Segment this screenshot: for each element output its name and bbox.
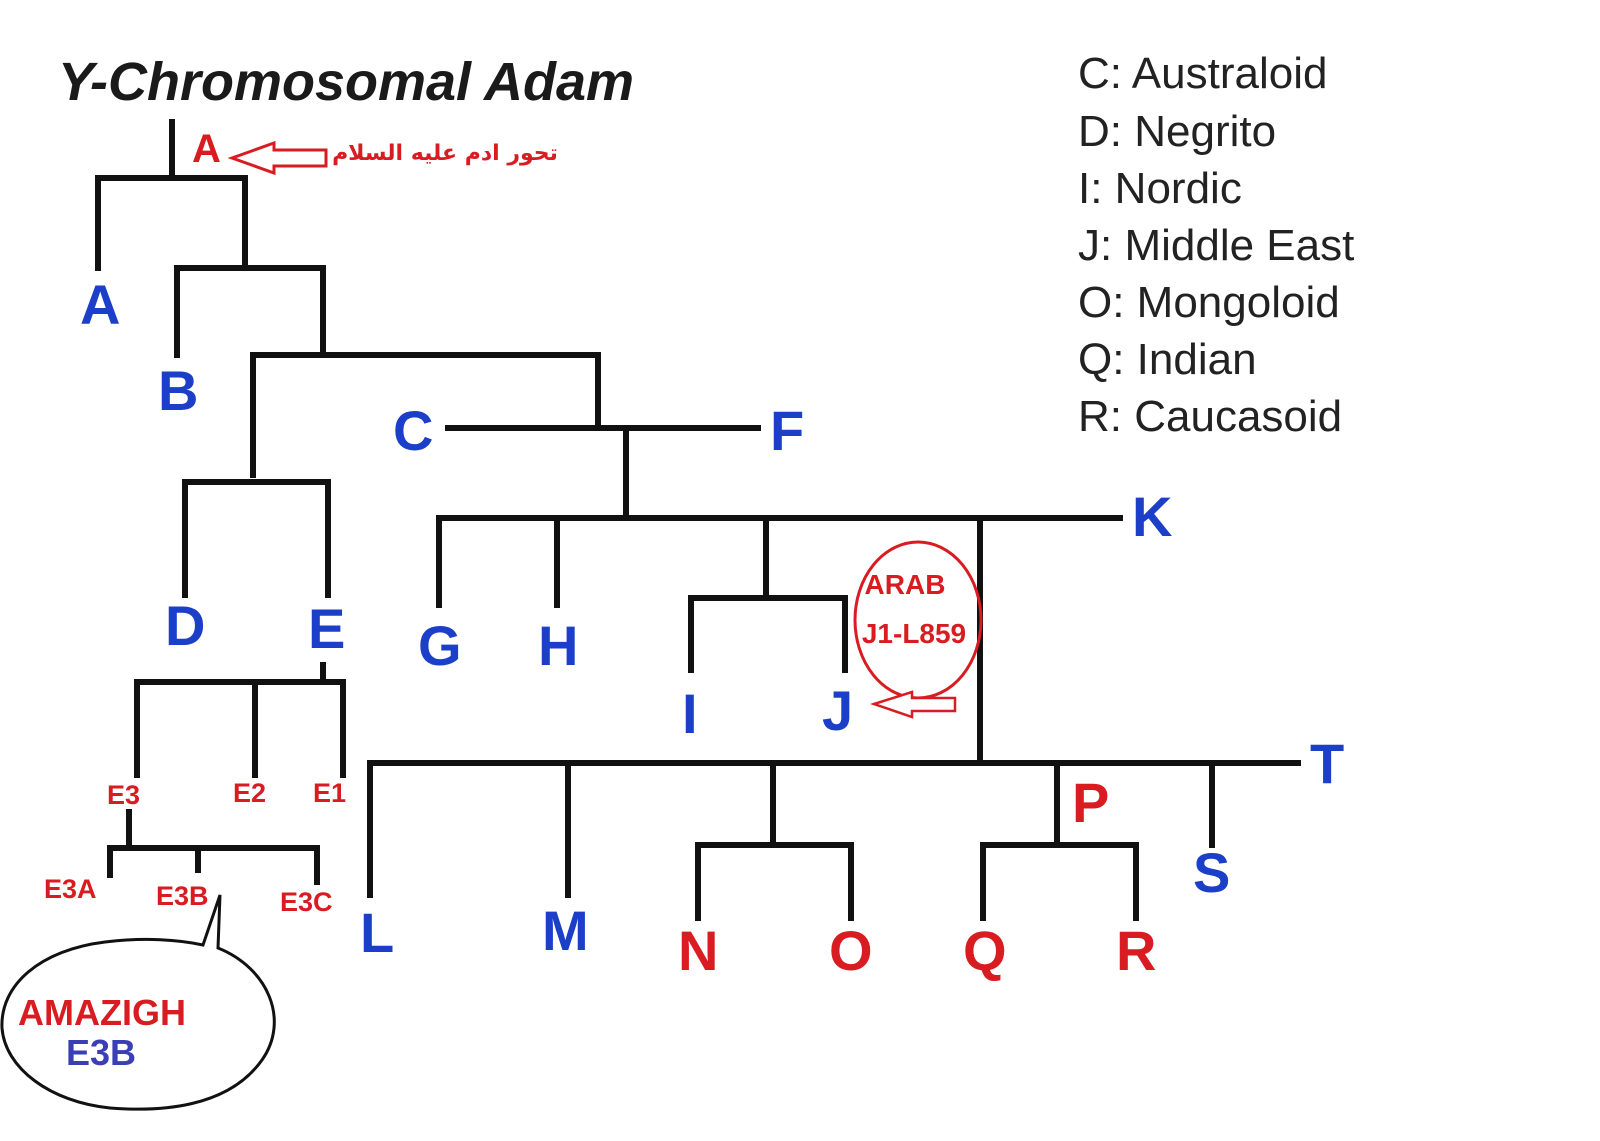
node-e2: E2 [233,778,266,808]
legend-item: J: Middle East [1078,221,1354,270]
legend-item: R: Caucasoid [1078,392,1342,441]
node-o: O [829,919,873,982]
node-g: G [418,614,462,677]
node-e: E [308,597,345,660]
node-e1: E1 [313,778,346,808]
amazigh-callout: AMAZIGH E3B [0,894,276,1111]
node-i: I [682,682,698,745]
node-j: J [822,679,853,742]
node-a: A [80,273,120,336]
diagram-title: Y-Chromosomal Adam [58,52,634,112]
node-d: D [165,594,205,657]
edge-n-o-split [695,842,854,921]
legend-item: O: Mongoloid [1078,278,1340,327]
node-n: N [678,919,718,982]
node-c: C [393,399,433,462]
root-node-label: A [192,127,221,171]
edge-e-split [134,679,346,778]
edge-b-split [174,265,326,358]
arab-arrow-icon [869,690,957,719]
node-e3b: E3B [156,881,209,911]
legend-item: Q: Indian [1078,335,1257,384]
arab-callout: ARAB J1-L859 [853,540,983,719]
node-e3: E3 [107,780,140,810]
root-arrow-icon [227,140,328,176]
edge-q-r-split [980,842,1139,921]
node-t: T [1310,732,1344,795]
node-p: P [1072,771,1109,834]
legend-item: I: Nordic [1078,164,1242,213]
root-annotation-text: تحور ادم عليه السلام [332,141,558,166]
node-s: S [1193,841,1230,904]
legend: C: Australoid D: Negrito I: Nordic J: Mi… [1078,49,1354,441]
node-l: L [360,901,394,964]
node-labels: A B C F D E G H I J K T S L M N O P Q R [80,273,1344,982]
e-branch-labels: E3 E2 E1 E3A E3B E3C [44,778,346,917]
edge-de-cf-split [250,352,601,478]
amazigh-callout-line2: E3B [66,1032,136,1073]
legend-item: C: Australoid [1078,49,1327,98]
node-k: K [1132,485,1172,548]
edge-a-split [95,175,248,271]
node-m: M [542,899,589,962]
node-h: H [538,614,578,677]
arab-callout-line2: J1-L859 [862,618,966,649]
node-b: B [158,359,198,422]
amazigh-bubble-shape [0,894,276,1111]
legend-item: D: Negrito [1078,107,1276,156]
edge-i-j-split [688,595,848,673]
node-e3a: E3A [44,874,97,904]
node-f: F [770,399,804,462]
node-r: R [1116,919,1156,982]
amazigh-callout-line1: AMAZIGH [18,992,186,1033]
node-q: Q [963,919,1007,982]
edge-d-e-split [182,479,331,598]
node-e3c: E3C [280,887,333,917]
edge-e3-split [107,845,320,885]
arab-callout-line1: ARAB [865,569,946,600]
